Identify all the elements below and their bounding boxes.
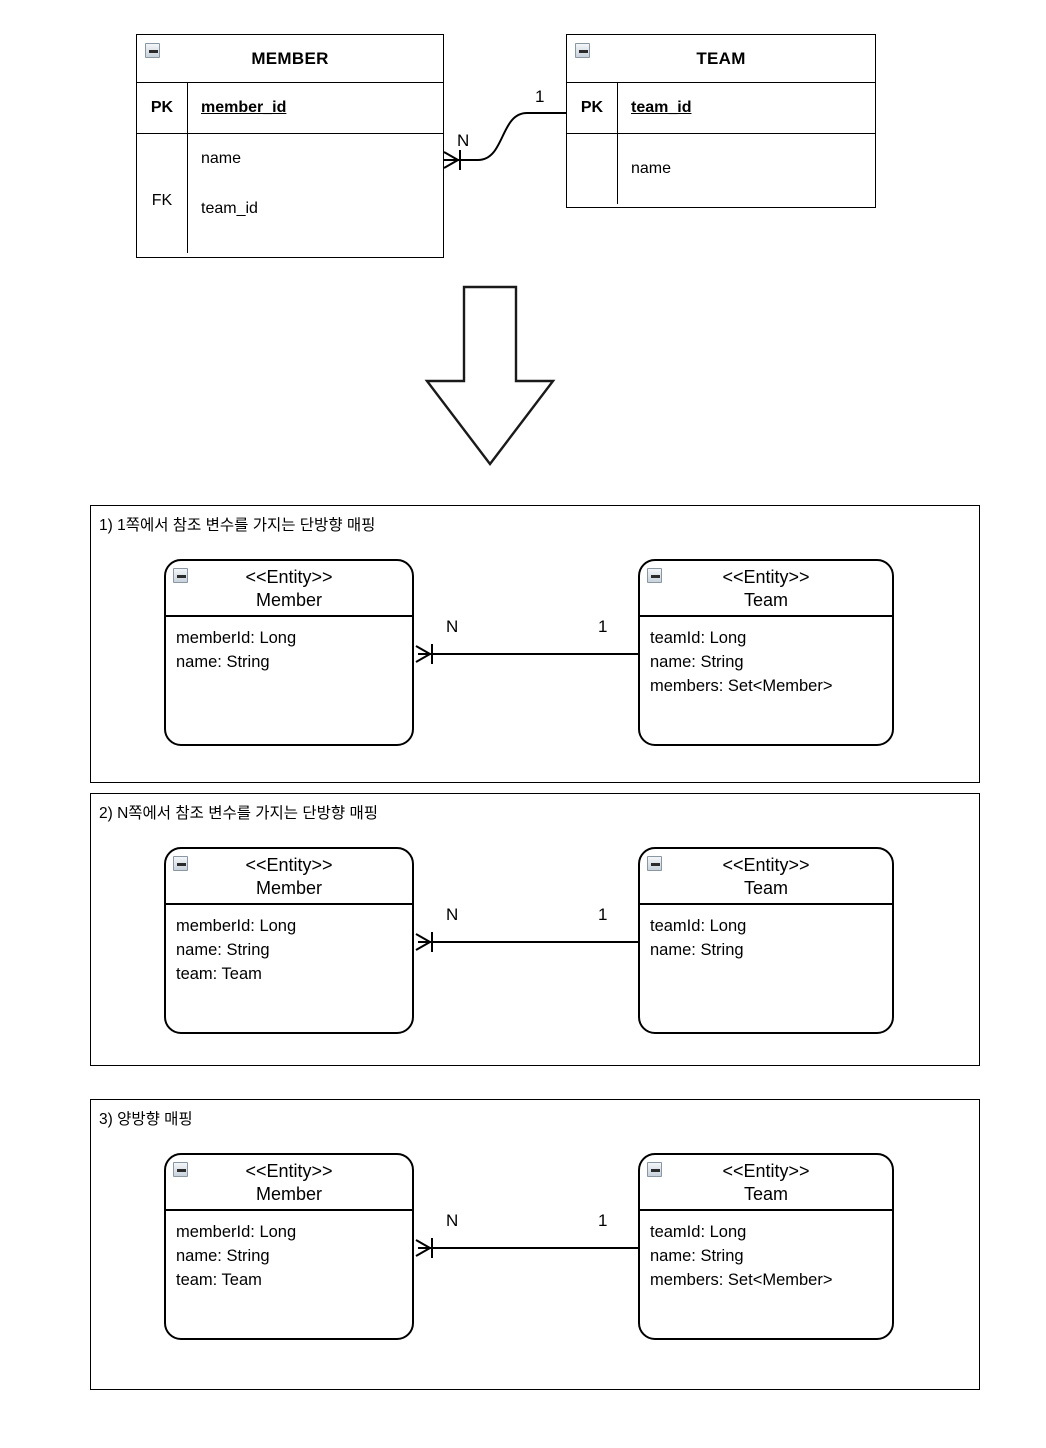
uml-entity-name: Team — [743, 1184, 788, 1204]
list-item: name: String — [650, 941, 744, 959]
list-item: team: Team — [176, 1271, 262, 1289]
uml-attribute-list: teamId: Long name: String — [640, 905, 892, 962]
er-attribute-group: FK name team_id — [137, 134, 443, 253]
er-table-team[interactable]: TEAM PK team_id name — [566, 34, 876, 208]
uml-attribute-list: memberId: Long name: String team: Team — [166, 905, 412, 986]
er-field-team-id: team_id — [618, 83, 875, 133]
uml-stereotype: <<Entity>> — [245, 855, 333, 875]
list-item: name: String — [650, 1247, 744, 1265]
list-item: memberId: Long — [176, 629, 297, 647]
uml-entity-name: Member — [255, 878, 322, 898]
minimize-icon[interactable] — [575, 43, 590, 58]
list-item: teamId: Long — [650, 917, 747, 935]
list-item: memberId: Long — [176, 917, 297, 935]
er-field-name: name — [201, 150, 242, 167]
er-key-pk: PK — [137, 83, 188, 133]
er-key-fk: FK — [151, 192, 173, 209]
uml-entity-name: Member — [255, 590, 322, 610]
list-item: name: String — [176, 653, 270, 671]
uml-entity-name: Member — [255, 1184, 322, 1204]
list-item: name: String — [176, 1247, 270, 1265]
minimize-icon[interactable] — [145, 43, 160, 58]
table-row: team_id — [188, 184, 443, 234]
minimize-icon[interactable] — [647, 1162, 662, 1177]
uml-entity-team-1[interactable]: <<Entity>> Team teamId: Long name: Strin… — [638, 559, 894, 746]
panel-title: 1) 1쪽에서 참조 변수를 가지는 단방향 매핑 — [99, 517, 376, 534]
er-key-column — [567, 134, 618, 204]
uml-cardinality-one-2: 1 — [598, 905, 608, 924]
list-item: memberId: Long — [176, 1223, 297, 1241]
er-field-label: team_id — [631, 99, 692, 116]
minimize-icon[interactable] — [647, 568, 662, 583]
uml-entity-header: <<Entity>> Team — [640, 1155, 892, 1211]
table-row: PK member_id — [137, 83, 443, 134]
uml-entity-header: <<Entity>> Member — [166, 849, 412, 905]
uml-entity-name: Team — [743, 590, 788, 610]
uml-stereotype: <<Entity>> — [245, 567, 333, 587]
minimize-icon[interactable] — [173, 856, 188, 871]
uml-attribute-list: memberId: Long name: String — [166, 617, 412, 674]
er-key-column: FK — [137, 134, 188, 253]
uml-entity-header: <<Entity>> Team — [640, 561, 892, 617]
minimize-icon[interactable] — [173, 568, 188, 583]
table-row: name — [188, 134, 443, 184]
uml-attribute-list: teamId: Long name: String members: Set<M… — [640, 1211, 892, 1292]
er-cardinality-many: N — [457, 131, 470, 150]
uml-cardinality-many-2: N — [446, 905, 459, 924]
list-item: members: Set<Member> — [650, 1271, 833, 1289]
er-table-team-title: TEAM — [696, 48, 746, 68]
list-item: team: Team — [176, 965, 262, 983]
uml-entity-name: Team — [743, 878, 788, 898]
down-arrow-icon — [424, 285, 556, 466]
er-key-pk: PK — [567, 83, 618, 133]
list-item: name: String — [176, 941, 270, 959]
uml-attribute-list: memberId: Long name: String team: Team — [166, 1211, 412, 1292]
panel-title: 3) 양방향 매핑 — [99, 1111, 193, 1128]
uml-stereotype: <<Entity>> — [245, 1161, 333, 1181]
minimize-icon[interactable] — [173, 1162, 188, 1177]
er-table-team-header: TEAM — [567, 35, 875, 83]
list-item: members: Set<Member> — [650, 677, 833, 695]
list-item: teamId: Long — [650, 1223, 747, 1241]
table-row: name — [567, 134, 875, 204]
uml-cardinality-many-1: N — [446, 617, 459, 636]
uml-stereotype: <<Entity>> — [722, 567, 810, 587]
uml-entity-member-1[interactable]: <<Entity>> Member memberId: Long name: S… — [164, 559, 414, 746]
uml-cardinality-many-3: N — [446, 1211, 459, 1230]
uml-entity-header: <<Entity>> Team — [640, 849, 892, 905]
er-field-team-id: team_id — [201, 200, 258, 217]
uml-entity-team-3[interactable]: <<Entity>> Team teamId: Long name: Strin… — [638, 1153, 894, 1340]
list-item: teamId: Long — [650, 629, 747, 647]
uml-cardinality-one-3: 1 — [598, 1211, 608, 1230]
list-item: name: String — [650, 653, 744, 671]
er-field-member-id: member_id — [188, 83, 443, 133]
panel-title: 2) N쪽에서 참조 변수를 가지는 단방향 매핑 — [99, 805, 378, 822]
uml-cardinality-one-1: 1 — [598, 617, 608, 636]
table-row: PK team_id — [567, 83, 875, 134]
er-field-label: member_id — [201, 99, 287, 116]
uml-stereotype: <<Entity>> — [722, 1161, 810, 1181]
uml-attribute-list: teamId: Long name: String members: Set<M… — [640, 617, 892, 698]
er-field-name: name — [631, 160, 672, 177]
minimize-icon[interactable] — [647, 856, 662, 871]
er-table-member[interactable]: MEMBER PK member_id FK name team_id — [136, 34, 444, 258]
er-table-member-header: MEMBER — [137, 35, 443, 83]
er-cardinality-one: 1 — [535, 87, 545, 106]
uml-entity-member-3[interactable]: <<Entity>> Member memberId: Long name: S… — [164, 1153, 414, 1340]
uml-stereotype: <<Entity>> — [722, 855, 810, 875]
er-field-stack: name team_id — [188, 134, 443, 253]
uml-entity-header: <<Entity>> Member — [166, 561, 412, 617]
uml-entity-member-2[interactable]: <<Entity>> Member memberId: Long name: S… — [164, 847, 414, 1034]
uml-entity-header: <<Entity>> Member — [166, 1155, 412, 1211]
er-table-member-title: MEMBER — [251, 48, 329, 68]
uml-entity-team-2[interactable]: <<Entity>> Team teamId: Long name: Strin… — [638, 847, 894, 1034]
